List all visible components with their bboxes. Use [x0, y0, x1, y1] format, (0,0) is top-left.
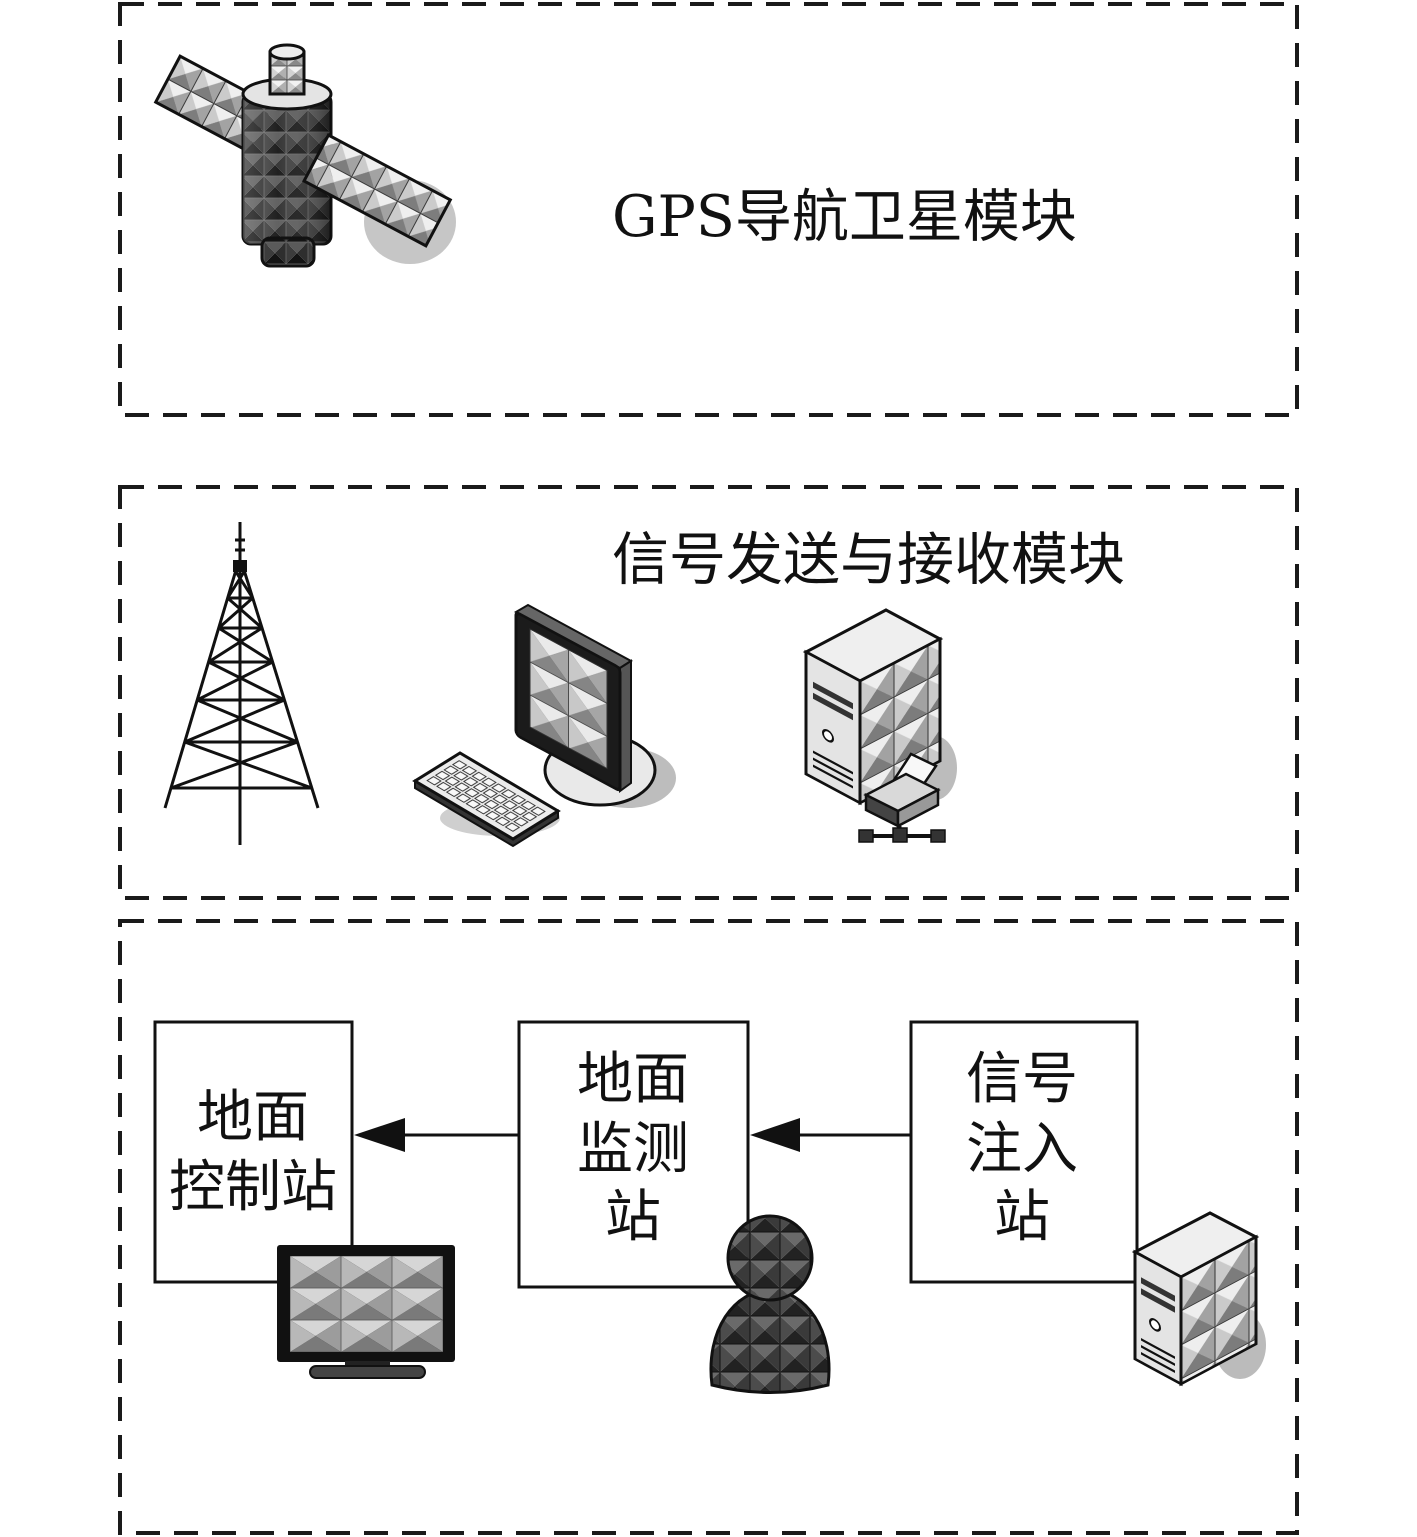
- desktop-computer-icon: [412, 603, 676, 848]
- satellite-bottom-cap: [260, 236, 316, 268]
- network-node: [858, 829, 874, 843]
- server-icon: [1131, 1211, 1266, 1387]
- signal-injection-station-label: 信号: [966, 1047, 1078, 1112]
- radio-tower-icon: [163, 522, 320, 845]
- arrow-head: [354, 1118, 405, 1152]
- satellite-module-frame: [118, 2, 1299, 417]
- monitor-display: [290, 1256, 443, 1352]
- monitor-icon: [277, 1245, 455, 1379]
- user-head: [726, 1214, 814, 1302]
- printer-icon: [863, 752, 941, 829]
- server-vents: [1141, 1338, 1175, 1373]
- server-side: [1179, 1234, 1258, 1387]
- tower-lattice: [163, 522, 320, 845]
- server-power-button: [822, 728, 834, 743]
- network-node: [930, 829, 946, 843]
- ground-monitoring-station-label: 监测: [577, 1117, 689, 1182]
- keyboard-keys: [425, 759, 548, 833]
- server-drive-bay: [813, 681, 853, 710]
- server-power-button: [1149, 1318, 1161, 1332]
- arrow-monitoring-to-control: [354, 1118, 519, 1152]
- monitor-base: [309, 1365, 426, 1379]
- ground-control-station-box: [153, 1020, 354, 1284]
- signal-injection-station-box: [909, 1020, 1139, 1284]
- satellite-module-title: GPS导航卫星模块: [612, 184, 1077, 250]
- ground-monitoring-station-label: 站: [605, 1185, 661, 1250]
- satellite-body-shading: [243, 94, 331, 244]
- ground-control-station-label: 地面: [197, 1085, 309, 1150]
- monitor-neck: [345, 1361, 390, 1368]
- satellite-icon: [153, 43, 456, 268]
- ground-control-station-label: 控制站: [169, 1155, 337, 1220]
- tower-top-box: [233, 560, 247, 572]
- server-drive-bay: [1141, 1277, 1175, 1302]
- satellite-mast-top: [268, 43, 306, 61]
- server-vents: [813, 750, 853, 789]
- network-node: [892, 827, 908, 843]
- user-body: [709, 1288, 831, 1394]
- ground-module-frame: [118, 919, 1299, 1535]
- monitor-side-edge: [619, 659, 632, 793]
- arrow-injection-to-monitoring: [750, 1118, 911, 1152]
- printer-side: [896, 787, 940, 829]
- server-drive-bay: [813, 692, 853, 721]
- ground-monitoring-station-label: 地面: [577, 1047, 689, 1112]
- server-with-printer-icon: [802, 608, 957, 843]
- signal-module-title: 信号发送与接收模块: [612, 527, 1125, 593]
- ground-monitoring-station-box: [517, 1020, 750, 1289]
- network-connector-icon: [858, 826, 946, 843]
- signal-module-frame: [118, 485, 1299, 900]
- user-icon: [709, 1214, 831, 1394]
- satellite-right-panel: [302, 133, 453, 248]
- satellite-mast: [268, 50, 306, 96]
- monitor-screen: [529, 628, 608, 770]
- server-drive-bay: [1141, 1288, 1175, 1313]
- arrow-head: [750, 1118, 800, 1152]
- signal-injection-station-label: 注入: [966, 1117, 1078, 1182]
- signal-injection-station-label: 站: [994, 1185, 1050, 1250]
